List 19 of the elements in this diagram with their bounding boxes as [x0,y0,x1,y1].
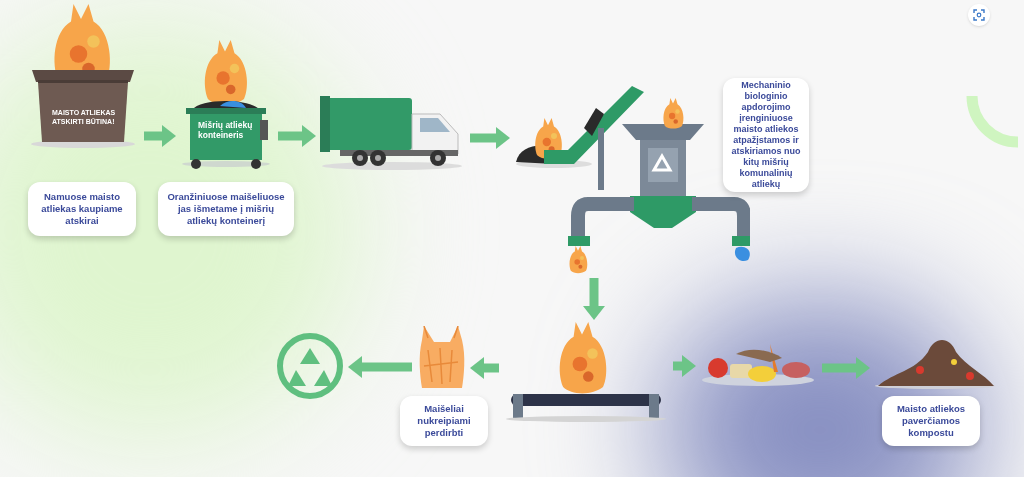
arrow [583,278,605,320]
caption-text: Oranžiniuose maišeliuose jas išmetame į mišrių atliekų konteinerį [166,191,286,227]
arrow [673,355,696,377]
caption-text: Namuose maisto atliekas kaupiame atskirai [40,191,124,227]
caption-text: Maišeliai nukreipiami perdirbti [416,403,472,439]
caption-card [28,182,136,236]
arrow [348,356,412,378]
arrow [278,125,316,147]
arrow [822,357,870,379]
dumpster-label: Mišrių atliekų konteineris [198,120,254,140]
caption-card [723,78,809,192]
arrow [144,125,176,147]
arrow [470,127,510,149]
caption-text: Mechaninio biologinio apdorojimo įrenginiuose maisto atliekos atpažįstamos ir atskiriamos nuo kitų mišrių komunalinių atliekų [730,80,802,190]
arrow [470,357,499,379]
caption-card [400,396,488,446]
caption-text: Maisto atliekos paverčiamos kompostu [895,403,967,439]
caption-card [158,182,294,236]
caption-card [882,396,980,446]
